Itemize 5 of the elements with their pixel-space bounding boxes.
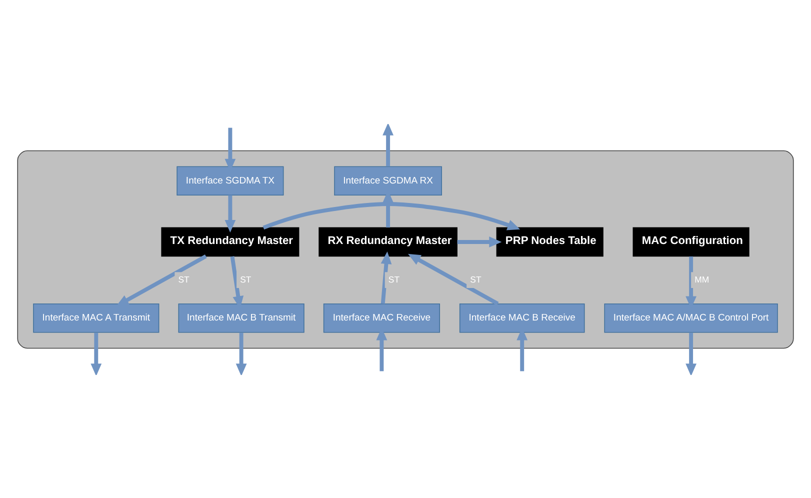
edge-label: ST [470, 274, 482, 284]
edge-label: MM [694, 274, 710, 284]
edge-label: ST [388, 274, 400, 284]
edge-label: ST [178, 274, 190, 284]
edge-label: ST [240, 274, 252, 284]
